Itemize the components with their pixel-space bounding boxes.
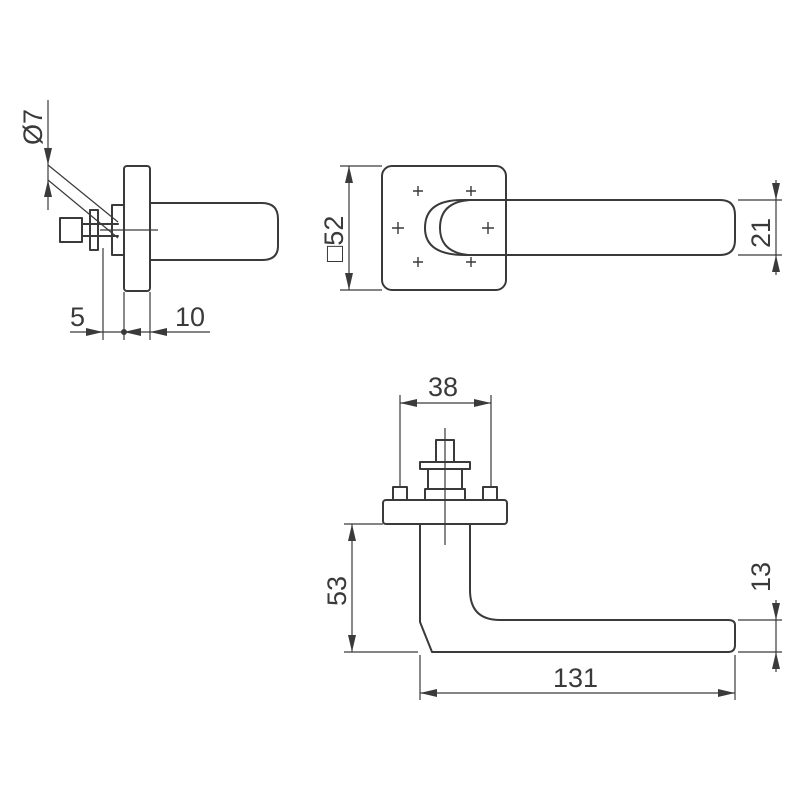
side-washer (89, 209, 99, 251)
top-screw-left (392, 486, 408, 501)
front-view: □52 21 (319, 165, 782, 291)
dim-top-38: 38 (428, 372, 458, 402)
side-lever-grip (149, 202, 279, 261)
arrow-5-right (124, 328, 141, 336)
rose-arrow-top (345, 166, 353, 183)
h-arrow-top (348, 524, 356, 541)
front-rose-plate (381, 165, 507, 291)
dim-dot (121, 329, 127, 335)
screw-cross-5 (413, 257, 423, 267)
screw-cross-3 (392, 222, 404, 234)
dia-leader-lower (47, 179, 119, 239)
dia-leader-upper (47, 164, 119, 223)
side-spindle (59, 217, 83, 243)
dim-side-5: 5 (70, 302, 85, 332)
screw-marks (392, 186, 494, 267)
w-arrow-left (400, 399, 417, 407)
screw-cross-1 (413, 186, 423, 196)
t-arrow-bottom (772, 652, 780, 669)
screw-cross-6 (466, 257, 476, 267)
side-view: Ø7 5 10 (18, 100, 279, 340)
arrow-10-right (150, 328, 167, 336)
top-lever (419, 523, 736, 653)
dim-top-53: 53 (322, 576, 352, 606)
w-arrow-right (474, 399, 491, 407)
l-arrow-left (420, 689, 437, 697)
arrow-5-left (86, 328, 103, 336)
dim-top-13: 13 (746, 562, 776, 592)
screw-cross-4 (482, 222, 494, 234)
front-lever-neck (439, 199, 471, 256)
dia-arrow-bottom (44, 180, 52, 197)
h-arrow-bottom (348, 635, 356, 652)
top-view: 38 53 13 131 (322, 372, 782, 700)
dia-arrow-top (44, 148, 52, 165)
grip-arrow-top (772, 183, 780, 200)
rose-arrow-bottom (345, 273, 353, 290)
dim-grip-21: 21 (746, 218, 776, 248)
screw-cross-2 (466, 186, 476, 196)
top-screw-right (482, 486, 498, 501)
t-arrow-top (772, 603, 780, 620)
dim-rose-52: □52 (319, 216, 349, 262)
l-arrow-right (718, 689, 735, 697)
dim-top-131: 131 (553, 663, 598, 693)
grip-arrow-bottom (772, 255, 780, 272)
side-rose-plate (123, 165, 151, 292)
dim-side-diameter: Ø7 (18, 109, 48, 145)
front-lever-grip (424, 199, 736, 256)
dim-side-10: 10 (175, 302, 205, 332)
